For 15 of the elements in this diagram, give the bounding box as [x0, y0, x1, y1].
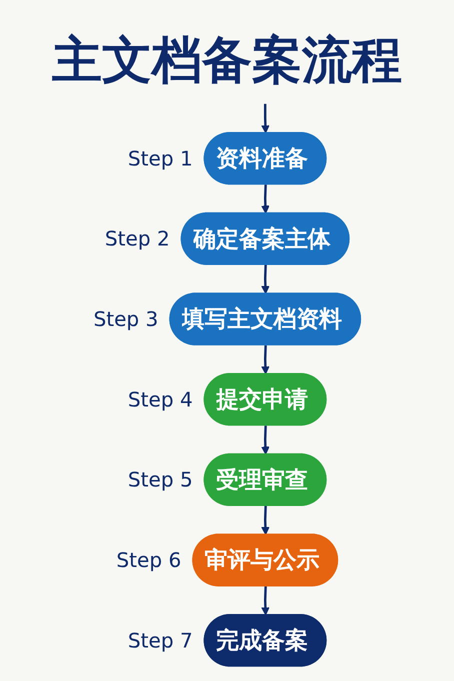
- arrow: [261, 264, 270, 294]
- step-label: Step 2: [104, 226, 170, 251]
- step-label: Step 5: [128, 468, 193, 492]
- step-label: Step 1: [128, 146, 193, 170]
- arrow: [261, 586, 270, 616]
- arrow: [261, 184, 270, 214]
- step-label: Step 7: [128, 628, 193, 652]
- step-label: Step 3: [93, 307, 158, 331]
- step-label: Step 4: [128, 387, 193, 412]
- step-label: Step 6: [116, 548, 182, 572]
- arrow: [261, 104, 270, 134]
- arrow: [261, 426, 270, 455]
- arrow: [261, 345, 270, 374]
- arrow: [261, 506, 270, 536]
- diagram-title: 主文档备案流程: [52, 30, 402, 90]
